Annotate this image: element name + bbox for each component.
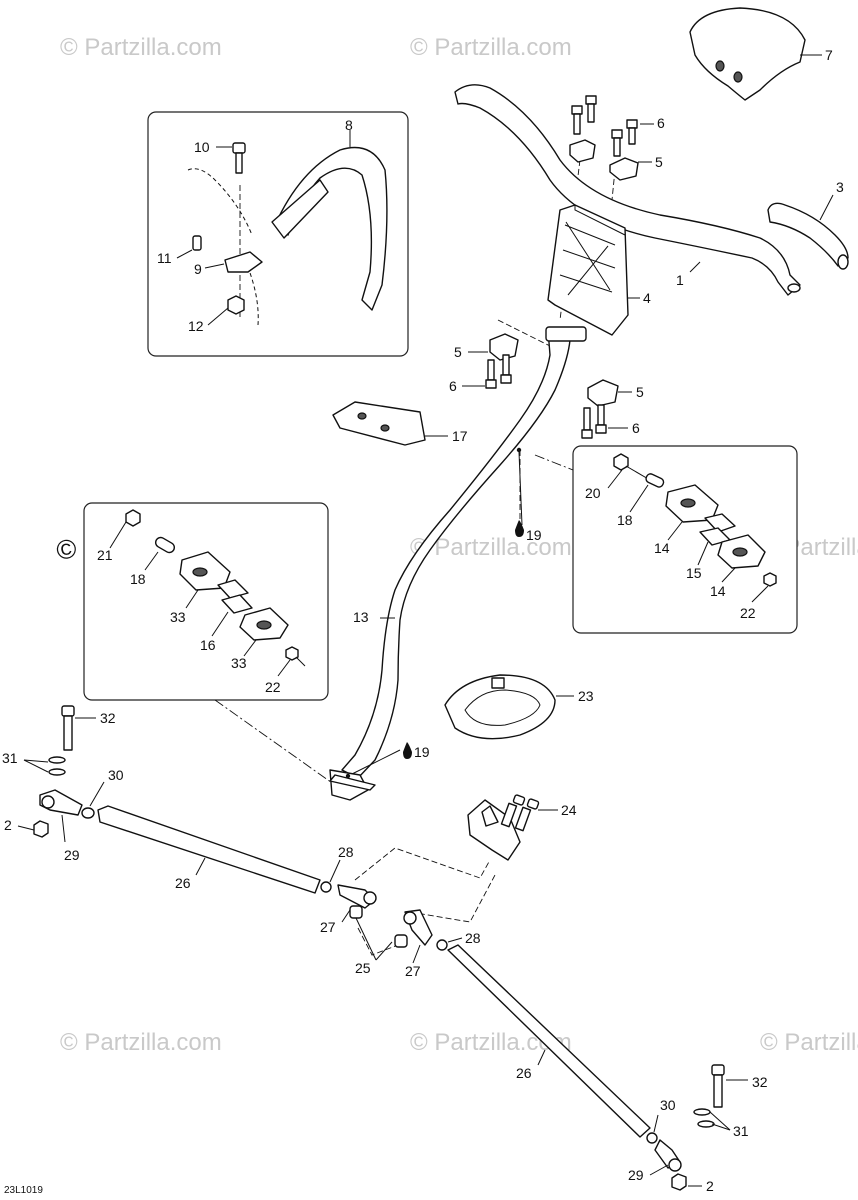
callout-label: 4	[643, 290, 651, 306]
steering-column	[329, 326, 587, 801]
callout-label: 22	[265, 679, 281, 695]
mounting-plate	[332, 401, 426, 446]
callout-label: 13	[353, 609, 369, 625]
watermark: © Partzilla.com	[760, 1029, 858, 1056]
callout-label: 27	[405, 963, 421, 979]
callout-label: 24	[561, 802, 577, 818]
callout-label: 26	[516, 1065, 532, 1081]
callout-label: 14	[710, 583, 726, 599]
callout-label: 25	[355, 960, 371, 976]
callout-label: 31	[733, 1123, 749, 1139]
tie-rod-right	[394, 909, 725, 1191]
callout-label: 22	[740, 605, 756, 621]
callout-label: 32	[100, 710, 116, 726]
callout-label: 29	[64, 847, 80, 863]
callout-label: 2	[706, 1178, 714, 1194]
callout-label: 3	[836, 179, 844, 195]
handlebar-pad	[689, 7, 806, 101]
reference-code: 23L1019	[4, 1185, 43, 1196]
watermark: © Partzilla.com	[410, 34, 572, 61]
callout-label: 5	[636, 384, 644, 400]
callout-label: 20	[585, 485, 601, 501]
callout-label: 2	[4, 817, 12, 833]
callout-label: 27	[320, 919, 336, 935]
lubricant-point-lower	[345, 742, 412, 779]
callout-label: 33	[170, 609, 186, 625]
callout-label: 29	[628, 1167, 644, 1183]
pitman-bracket	[467, 794, 540, 861]
tie-rod-left	[33, 705, 377, 919]
callout-label: 28	[465, 930, 481, 946]
callout-label: 17	[452, 428, 468, 444]
callout-label: 9	[194, 261, 202, 277]
handlebar-grip	[767, 202, 849, 270]
callout-label: 14	[654, 540, 670, 556]
callout-label: 28	[338, 844, 354, 860]
inset-box-right	[572, 445, 798, 634]
lubricant-drop-icon	[403, 742, 412, 759]
handlebar	[454, 84, 801, 296]
callout-label: 30	[108, 767, 124, 783]
inset-top-left-parts	[187, 142, 388, 326]
callout-label: 5	[655, 154, 663, 170]
callout-label: 21	[97, 547, 113, 563]
lubricant-drop-icon	[515, 520, 524, 537]
watermark: © Partzilla.com	[60, 1029, 222, 1056]
callout-label: 15	[686, 565, 702, 581]
callout-label: 16	[200, 637, 216, 653]
callout-label: 19	[526, 527, 542, 543]
watermark: © Partzilla.com	[60, 34, 222, 61]
inset-right-parts	[613, 453, 777, 587]
inset-box-left	[83, 502, 329, 701]
callout-label: 30	[660, 1097, 676, 1113]
callout-label: 18	[130, 571, 146, 587]
callout-label: 31	[2, 750, 18, 766]
clamp-right	[581, 379, 619, 439]
callout-label: 5	[454, 344, 462, 360]
callout-label: 11	[157, 250, 172, 266]
lubricant-point-upper	[515, 447, 524, 537]
callout-label: 1	[676, 272, 684, 288]
steering-boot	[444, 674, 556, 740]
inset-left-parts	[125, 509, 306, 667]
riser-bracket	[547, 204, 629, 336]
callout-label: 33	[231, 655, 247, 671]
callout-label: 10	[194, 139, 210, 155]
callout-label: 18	[617, 512, 633, 528]
callout-label: 32	[752, 1074, 768, 1090]
callout-label: 6	[449, 378, 457, 394]
callout-label: 7	[825, 47, 833, 63]
clamp-top	[569, 139, 639, 181]
callout-label: 6	[657, 115, 665, 131]
callout-label: 12	[188, 318, 204, 334]
bolt-set-top	[571, 95, 638, 157]
callout-label: 23	[578, 688, 594, 704]
inset-box-top-left	[147, 111, 409, 357]
callout-label: 19	[414, 744, 430, 760]
clamp-left	[485, 333, 519, 389]
callout-label: 8	[345, 117, 353, 133]
callout-label: 26	[175, 875, 191, 891]
callout-label: 6	[632, 420, 640, 436]
